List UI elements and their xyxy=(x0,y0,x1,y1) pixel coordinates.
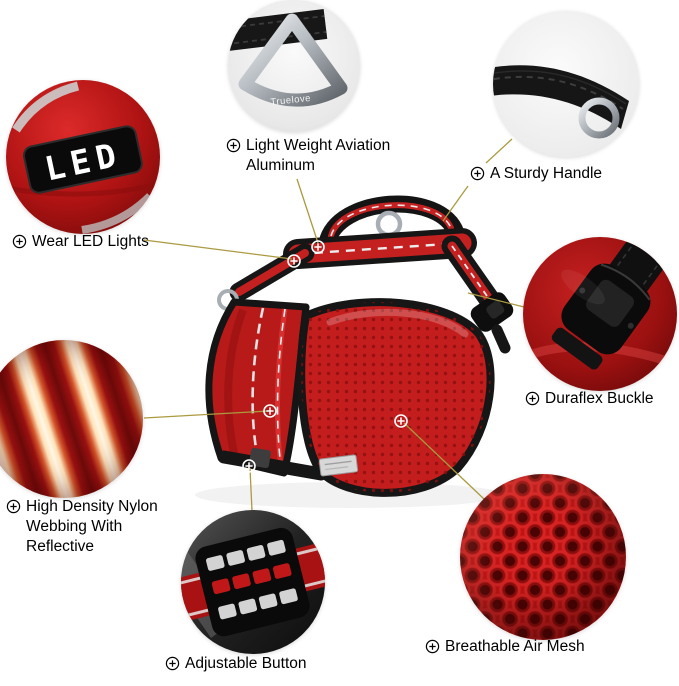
detail-photo-adjustable-button xyxy=(181,510,325,654)
brand-engraving-text: Truelove xyxy=(270,93,312,108)
buckle-graphic xyxy=(523,237,677,391)
feature-label-webbing: High Density Nylon Webbing With Reflecti… xyxy=(6,497,176,556)
circled-plus-marker-icon xyxy=(287,254,301,268)
led-module-graphic: LED xyxy=(6,80,160,234)
feature-label-text: Adjustable Button xyxy=(185,655,307,672)
feature-label-led: Wear LED Lights xyxy=(12,232,149,252)
circled-plus-icon xyxy=(470,166,485,181)
feature-label-handle: A Sturdy Handle xyxy=(470,164,602,184)
connector-handle-b xyxy=(442,185,469,222)
harness-chest-panel xyxy=(205,298,310,477)
feature-label-buckle: Duraflex Buckle xyxy=(525,389,654,409)
connector-mesh xyxy=(403,422,485,500)
connector-aluminum xyxy=(296,178,319,244)
aluminum-ring-graphic: Truelove xyxy=(228,0,360,132)
detail-photo-duraflex-buckle xyxy=(523,237,677,391)
feature-label-adjustable: Adjustable Button xyxy=(165,654,307,674)
circled-plus-icon xyxy=(525,391,540,406)
circled-plus-icon xyxy=(6,499,21,514)
feature-label-text: Breathable Air Mesh xyxy=(445,638,585,655)
connector-buckle xyxy=(467,292,525,308)
circled-plus-marker-icon xyxy=(311,240,325,254)
detail-photo-reflective-webbing xyxy=(0,340,143,498)
circled-plus-marker-icon xyxy=(242,459,256,473)
detail-photo-sturdy-handle xyxy=(493,11,639,157)
connector-webbing xyxy=(143,410,269,419)
detail-photo-aluminum-ring: Truelove xyxy=(228,0,360,132)
detail-photo-air-mesh xyxy=(460,474,626,640)
feature-label-text: Light Weight Aviation Aluminum xyxy=(246,137,391,174)
circled-plus-icon xyxy=(226,138,241,153)
harness-leash-ring xyxy=(375,210,403,238)
feature-label-text: Wear LED Lights xyxy=(32,233,149,250)
adjuster-slider-graphic xyxy=(181,510,325,654)
handle-graphic xyxy=(493,11,639,157)
callout-connector-lines xyxy=(143,138,525,512)
harness-illustration xyxy=(195,195,514,508)
feature-label-mesh: Breathable Air Mesh xyxy=(425,637,585,657)
circled-plus-icon xyxy=(425,639,440,654)
circled-plus-icon xyxy=(165,656,180,671)
feature-label-aluminum: Light Weight Aviation Aluminum xyxy=(226,136,416,176)
feature-label-text: High Density Nylon Webbing With Reflecti… xyxy=(26,498,158,555)
circled-plus-marker-icon xyxy=(394,414,408,428)
circled-plus-marker-icon xyxy=(263,404,277,418)
handle-d-ring xyxy=(578,97,620,139)
connector-adjustable xyxy=(249,467,253,512)
circled-plus-icon xyxy=(12,234,27,249)
connector-led xyxy=(143,239,293,260)
feature-label-text: A Sturdy Handle xyxy=(490,165,603,182)
detail-photo-led-light: LED xyxy=(6,80,160,234)
connector-handle-a xyxy=(485,138,513,164)
harness-brand-tag xyxy=(318,454,359,477)
harness-point-markers xyxy=(242,240,408,473)
feature-label-text: Duraflex Buckle xyxy=(545,390,654,407)
